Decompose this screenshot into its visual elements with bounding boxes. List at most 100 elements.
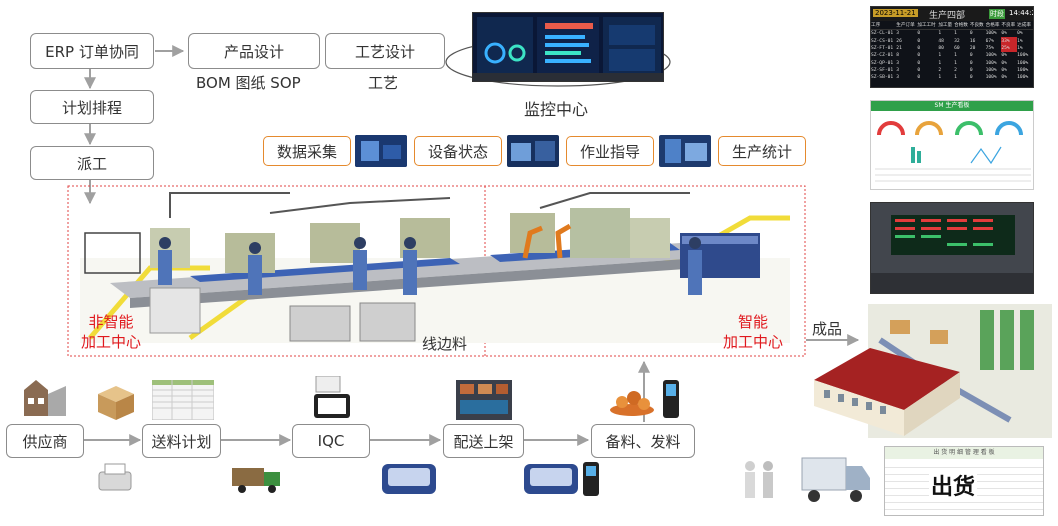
dashboard-column-header: 不良数: [969, 21, 986, 30]
shelving-box[interactable]: 配送上架: [443, 424, 524, 458]
equipment-status-photo: [507, 135, 559, 167]
delivery-plan-box[interactable]: 送料计划: [142, 424, 221, 458]
table-cell: 100%: [1017, 53, 1029, 59]
shipping-truck-icon: [801, 457, 870, 502]
tablet-scan-icon: [314, 376, 350, 418]
handheld-scanner-icon: [663, 380, 679, 418]
erp-order-label: ERP 订单协同: [45, 42, 139, 61]
table-cell: 0: [917, 31, 921, 37]
dashboard-column-header: 不良率: [1001, 21, 1018, 30]
table-cell: 0: [917, 45, 921, 51]
table-cell: 26: [896, 38, 902, 44]
monitor-item-label: 生产统计: [731, 142, 792, 161]
scheduling-label: 计划排程: [61, 98, 122, 117]
dashboard-column-header: 合格数: [954, 21, 970, 30]
table-cell: 0: [917, 38, 921, 44]
table-cell: 3: [896, 60, 900, 66]
dashboard-period: 时段: [989, 9, 1005, 19]
monitor-item-data-collection[interactable]: 数据采集: [263, 136, 351, 166]
spreadsheet-icon: [152, 380, 214, 420]
dashboard-table-header: 工序生产订单加工工时加工量合格数不良数合格率不良率达成率: [871, 21, 1033, 30]
table-cell: 0: [969, 60, 973, 66]
data-collection-photo: [355, 135, 407, 167]
sm-report-panel: SM 生产看板: [870, 100, 1034, 190]
shipping-label: 出货: [929, 469, 978, 501]
monitor-item-equipment-status[interactable]: 设备状态: [414, 136, 502, 166]
table-cell: 3: [896, 31, 900, 37]
table-cell: 67%: [985, 38, 994, 44]
table-cell: 0: [969, 53, 973, 59]
monitor-item-production-stats[interactable]: 生产统计: [718, 136, 806, 166]
non-smart-center-label: 非智能 加工中心: [74, 312, 148, 352]
table-cell: SZ-QP-01: [871, 60, 894, 66]
table-cell: 100%: [985, 75, 997, 81]
table-cell: 75%: [985, 45, 994, 51]
monitor-center-title: 监控中心: [524, 100, 589, 119]
smart-line2: 加工中心: [722, 333, 783, 351]
table-cell: 100%: [985, 53, 997, 59]
non-smart-line1: 非智能: [88, 313, 134, 331]
table-cell: 100%: [985, 60, 997, 66]
table-cell: 2: [938, 68, 942, 74]
handshake-people-icon: [745, 461, 773, 498]
monitor-screen-image: [472, 12, 664, 82]
process-design-box[interactable]: 工艺设计: [325, 33, 445, 69]
process-design-sub: 工艺: [368, 74, 399, 92]
smart-line1: 智能: [737, 313, 768, 331]
supplier-box[interactable]: 供应商: [6, 424, 84, 458]
shelving-label: 配送上架: [453, 432, 514, 451]
table-cell: 25%: [1001, 44, 1018, 53]
table-cell: 1%: [1017, 38, 1023, 44]
work-instruction-photo: [659, 135, 711, 167]
table-cell: 0%: [1001, 31, 1007, 37]
table-cell: 48: [938, 38, 944, 44]
table-cell: 0%: [1001, 68, 1007, 74]
production-dashboard-panel: 2023-11-21 生产四部 时段 14:44:20 工序生产订单加工工时加工…: [870, 6, 1034, 88]
scheduling-box[interactable]: 计划排程: [30, 90, 154, 124]
iqc-box[interactable]: IQC: [292, 424, 370, 458]
table-cell: 100%: [985, 68, 997, 74]
table-cell: 1: [954, 75, 957, 81]
dashboard-title: 生产四部: [929, 11, 966, 21]
product-design-box[interactable]: 产品设计: [188, 33, 320, 69]
dispatch-box[interactable]: 派工: [30, 146, 154, 180]
table-cell: 3: [896, 68, 900, 74]
table-cell: 0: [969, 68, 973, 74]
table-cell: 100%: [1017, 68, 1029, 74]
table-cell: 100%: [985, 31, 997, 37]
material-prep-label: 备料、发料: [605, 432, 681, 451]
handheld-scanner-icon: [583, 462, 599, 496]
process-design-label: 工艺设计: [354, 42, 415, 61]
label-printer-icon: [98, 463, 132, 491]
product-design-label: 产品设计: [223, 42, 284, 61]
table-cell: 1%: [1017, 45, 1023, 51]
monitor-item-label: 数据采集: [276, 142, 337, 161]
table-cell: 1: [938, 53, 942, 59]
table-cell: 1: [938, 75, 942, 81]
table-cell: 16: [969, 38, 976, 44]
monitor-item-label: 作业指导: [579, 142, 640, 161]
table-cell: 8: [896, 53, 900, 59]
table-cell: 1: [954, 31, 957, 37]
table-cell: 32: [954, 38, 960, 44]
table-cell: 3: [896, 75, 900, 81]
product-design-sub: BOM 图纸 SOP: [196, 74, 301, 92]
monitor-item-work-instruction[interactable]: 作业指导: [566, 136, 654, 166]
erp-order-box[interactable]: ERP 订单协同: [30, 33, 154, 69]
table-cell: 0: [969, 31, 973, 37]
table-cell: 0: [969, 75, 973, 81]
table-cell: SZ-SB-01: [871, 75, 894, 81]
table-cell: 1: [954, 53, 957, 59]
line-side-label: 线边料: [422, 335, 468, 353]
table-cell: 0: [917, 53, 921, 59]
sm-report-title: SM 生产看板: [871, 101, 1033, 111]
table-cell: SZ-FT-01: [871, 45, 894, 51]
material-prep-box[interactable]: 备料、发料: [591, 424, 695, 458]
table-cell: SZ-CS-01: [871, 38, 894, 44]
table-cell: 21: [896, 45, 902, 51]
dashboard-column-header: 工序: [871, 21, 897, 30]
